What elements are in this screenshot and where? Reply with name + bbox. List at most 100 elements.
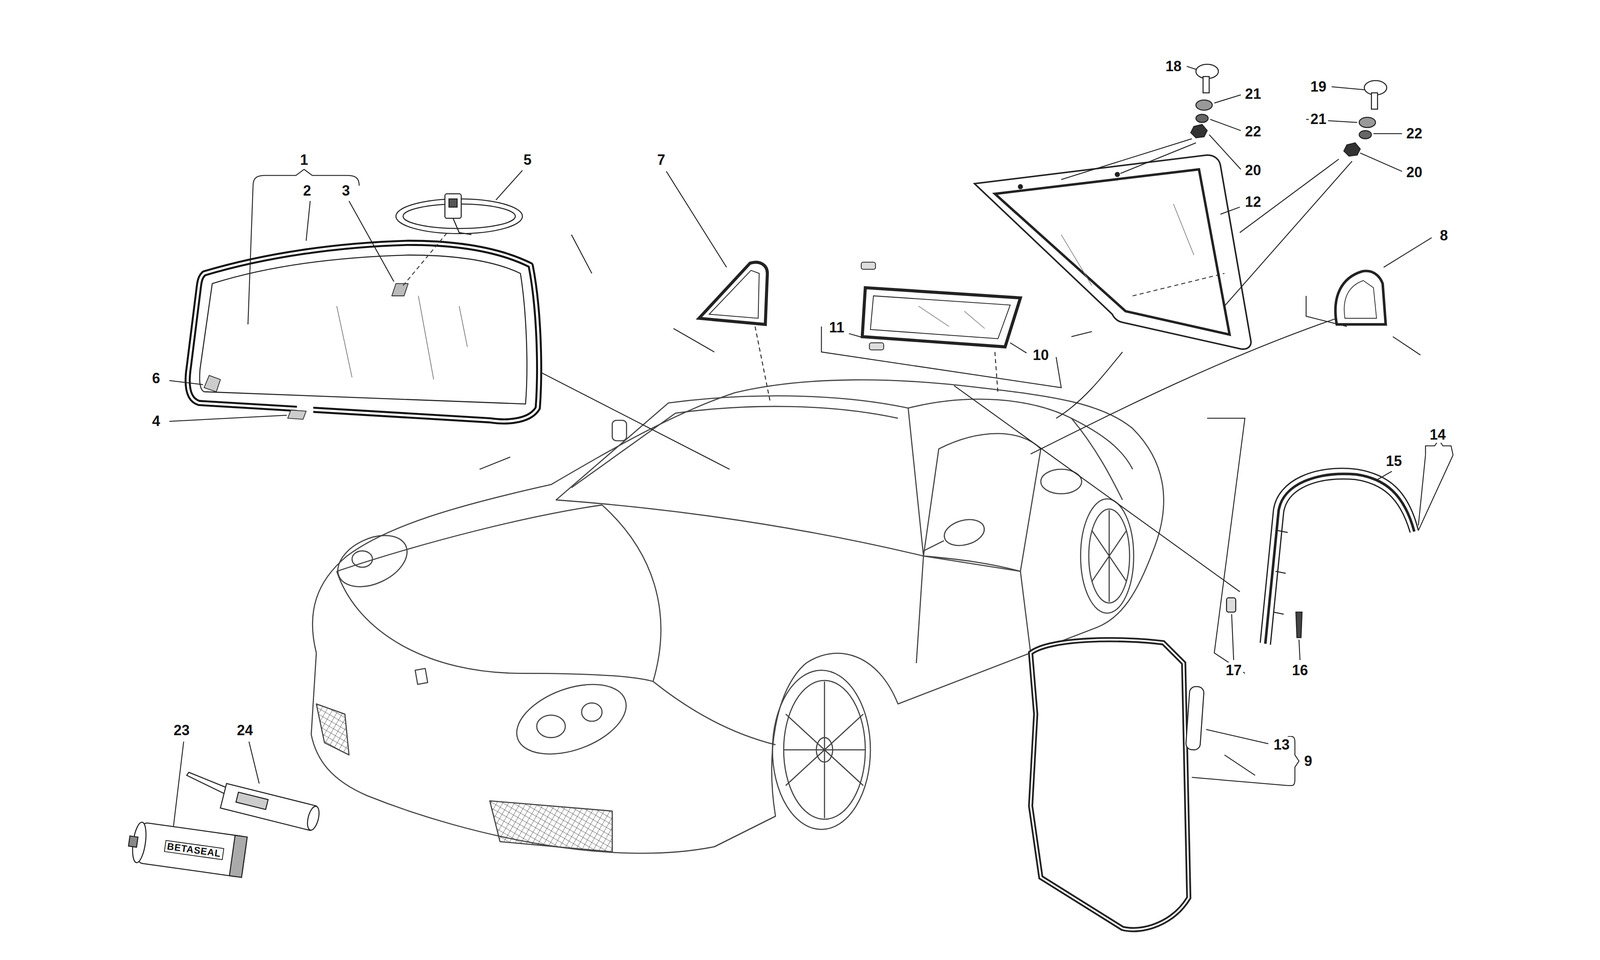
leader-lines bbox=[1206, 729, 1269, 744]
leader-lines bbox=[755, 326, 771, 403]
callout-number: 20 bbox=[1404, 164, 1424, 181]
product-label: BETASEAL bbox=[164, 839, 224, 860]
door-seal bbox=[1030, 639, 1189, 930]
car-outline bbox=[311, 380, 1164, 854]
rear-view-mirror bbox=[453, 218, 472, 235]
car-outline bbox=[908, 399, 1133, 470]
callout-number: 7 bbox=[655, 152, 667, 168]
leader-lines bbox=[1418, 455, 1426, 526]
leader-lines bbox=[1418, 455, 1454, 531]
leader-lines bbox=[1186, 66, 1196, 70]
glass-panel bbox=[918, 306, 985, 329]
callout-number: 20 bbox=[1243, 162, 1263, 179]
quarter-glass bbox=[698, 262, 768, 325]
quarter-glass bbox=[698, 262, 768, 325]
leader-lines bbox=[1220, 207, 1240, 215]
callout-number: 22 bbox=[1404, 125, 1424, 142]
seal-strip bbox=[1226, 468, 1419, 645]
leader-lines bbox=[954, 385, 1240, 592]
leader-lines bbox=[1192, 777, 1288, 786]
glass-panel bbox=[861, 262, 876, 270]
rear-window bbox=[1115, 172, 1120, 177]
car-outline bbox=[941, 515, 988, 550]
car-outline bbox=[329, 525, 416, 597]
fasteners bbox=[1203, 76, 1210, 93]
callout-number: 13 bbox=[1272, 736, 1292, 753]
leader-lines bbox=[1061, 138, 1192, 180]
windshield bbox=[392, 283, 409, 296]
car-outline bbox=[1088, 509, 1130, 604]
sealant-tubes bbox=[229, 835, 248, 878]
leader-lines bbox=[348, 200, 394, 282]
glass-panel bbox=[861, 262, 1021, 350]
callout-number: 6 bbox=[150, 370, 162, 387]
sealant-tubes bbox=[126, 772, 322, 878]
leader-lines bbox=[1010, 342, 1027, 354]
quarter-glass bbox=[1335, 270, 1386, 325]
callout-number: 22 bbox=[1243, 123, 1263, 140]
windshield bbox=[199, 255, 527, 404]
car-outline bbox=[336, 504, 602, 572]
glass-panel bbox=[870, 296, 1010, 339]
car-outline bbox=[714, 816, 776, 847]
car-outline bbox=[489, 800, 612, 852]
car-outline bbox=[602, 504, 661, 682]
fasteners bbox=[1359, 130, 1372, 139]
callout-number: 24 bbox=[235, 722, 255, 739]
windshield bbox=[187, 242, 540, 422]
leader-lines bbox=[479, 234, 1421, 674]
leader-lines bbox=[1360, 153, 1403, 172]
leader-lines bbox=[1210, 119, 1242, 131]
car-outline bbox=[316, 704, 350, 756]
fasteners bbox=[1196, 114, 1209, 123]
callout-number: 21 bbox=[1308, 111, 1328, 128]
leader-lines bbox=[1298, 639, 1300, 660]
leader-lines bbox=[666, 171, 727, 268]
rear-view-mirror bbox=[448, 198, 457, 207]
callout-number: 9 bbox=[1302, 753, 1314, 770]
car-outline bbox=[352, 550, 373, 568]
leader-lines bbox=[1209, 134, 1241, 170]
rear-window bbox=[974, 155, 1251, 350]
glass-panel bbox=[862, 287, 1021, 347]
sealant-tubes bbox=[136, 822, 248, 878]
car-outline bbox=[571, 406, 898, 488]
car-outline bbox=[1092, 510, 1127, 602]
callout-number: 11 bbox=[827, 319, 846, 336]
quarter-glass bbox=[1335, 270, 1386, 325]
rear-view-mirror bbox=[396, 194, 523, 235]
rear-window bbox=[994, 169, 1230, 335]
leader-lines bbox=[1224, 161, 1352, 306]
leader-lines bbox=[169, 66, 1453, 827]
leader-lines bbox=[848, 333, 864, 338]
sealant-tubes bbox=[305, 805, 322, 832]
car-outline bbox=[336, 571, 654, 682]
rear-window bbox=[1018, 184, 1023, 189]
windshield bbox=[336, 296, 468, 380]
fasteners bbox=[1190, 124, 1208, 138]
leader-lines bbox=[306, 200, 310, 241]
car-outline bbox=[556, 396, 924, 556]
seal-strip bbox=[1265, 474, 1414, 644]
sealant-tubes bbox=[126, 820, 248, 878]
callout-number: 16 bbox=[1290, 662, 1310, 679]
leader-lines bbox=[1224, 754, 1256, 776]
leader-lines bbox=[1056, 352, 1123, 419]
car-outline bbox=[311, 380, 1164, 854]
rear-view-mirror bbox=[444, 194, 462, 219]
leader-lines bbox=[496, 170, 523, 200]
car-outline bbox=[653, 681, 776, 745]
car-outline bbox=[536, 715, 566, 738]
car-outline bbox=[783, 680, 866, 820]
car-outline bbox=[1071, 418, 1123, 500]
quarter-glass bbox=[709, 270, 760, 319]
sealant-tubes bbox=[236, 792, 268, 810]
callout-number: 4 bbox=[150, 413, 162, 430]
callout-number: 12 bbox=[1243, 194, 1263, 210]
rear-window bbox=[1061, 204, 1194, 286]
callout-number: 18 bbox=[1164, 58, 1184, 75]
windshield bbox=[187, 230, 540, 425]
car-outline bbox=[923, 433, 1041, 572]
